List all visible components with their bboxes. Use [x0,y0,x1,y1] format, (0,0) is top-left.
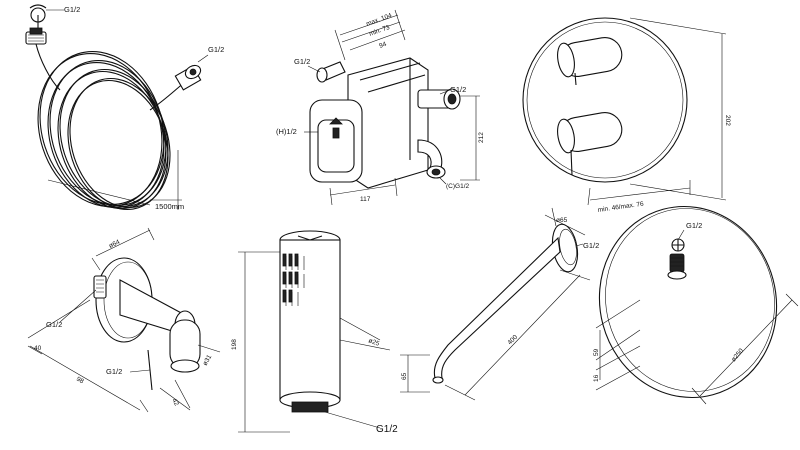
arm-dim-65: 65 [401,372,408,380]
plate-dim-depth: min. 46/max. 76 [597,201,644,214]
dim-94: 94 [378,41,388,50]
valve-right-thread-label: G1/2 [450,85,466,94]
outlet-dim-42: 42 [170,398,180,408]
outlet-dim-98: 98 [75,376,85,386]
head-dim-16: 16 [593,374,600,382]
wall-outlet-elbow-drawing: ø64 G1/2 40 98 G1/2 42 ø31 [27,227,221,413]
arm-thread-label: G1/2 [583,241,599,250]
shower-hose-drawing: G1/2 G1/2 1500mm [25,4,224,211]
round-trim-plate-drawing: 202 min. 46/max. 76 [522,17,731,214]
hand-shower-drawing: 198 ø25 G1/2 [231,230,398,435]
valve-h-label: (H)1/2 [276,127,297,136]
concealed-valve-box-drawing: max. 104 min. 73 94 212 117 G1/2 G1/2 (H… [276,9,485,206]
rain-shower-head-drawing: G1/2 59 16 ø250 [593,205,799,405]
arm-dim-400: 400 [506,334,519,347]
outlet-dim-40: 40 [34,345,42,352]
hand-dia-25: ø25 [367,337,380,348]
hose-length-label: 1500mm [155,202,184,211]
shower-arm-drawing: ø65 G1/2 400 65 [400,207,599,401]
outlet-thread-label-2: G1/2 [106,367,122,376]
hose-right-thread-label: G1/2 [208,45,224,54]
dim-212: 212 [478,132,485,143]
head-dim-59: 59 [593,348,600,356]
outlet-dia-31: ø31 [202,353,214,367]
arm-dia-65: ø65 [556,217,568,224]
valve-left-thread-label: G1/2 [294,57,310,66]
outlet-thread-label: G1/2 [46,320,62,329]
hand-thread-label: G1/2 [376,424,398,435]
hand-dim-198: 198 [231,339,238,350]
hose-top-thread-label: G1/2 [64,5,80,14]
valve-c-label: (C)G1/2 [446,183,470,190]
outlet-dia-64: ø64 [108,239,121,250]
plate-dim-202: 202 [724,115,731,126]
dim-117: 117 [360,196,371,203]
head-thread-label: G1/2 [686,221,702,230]
